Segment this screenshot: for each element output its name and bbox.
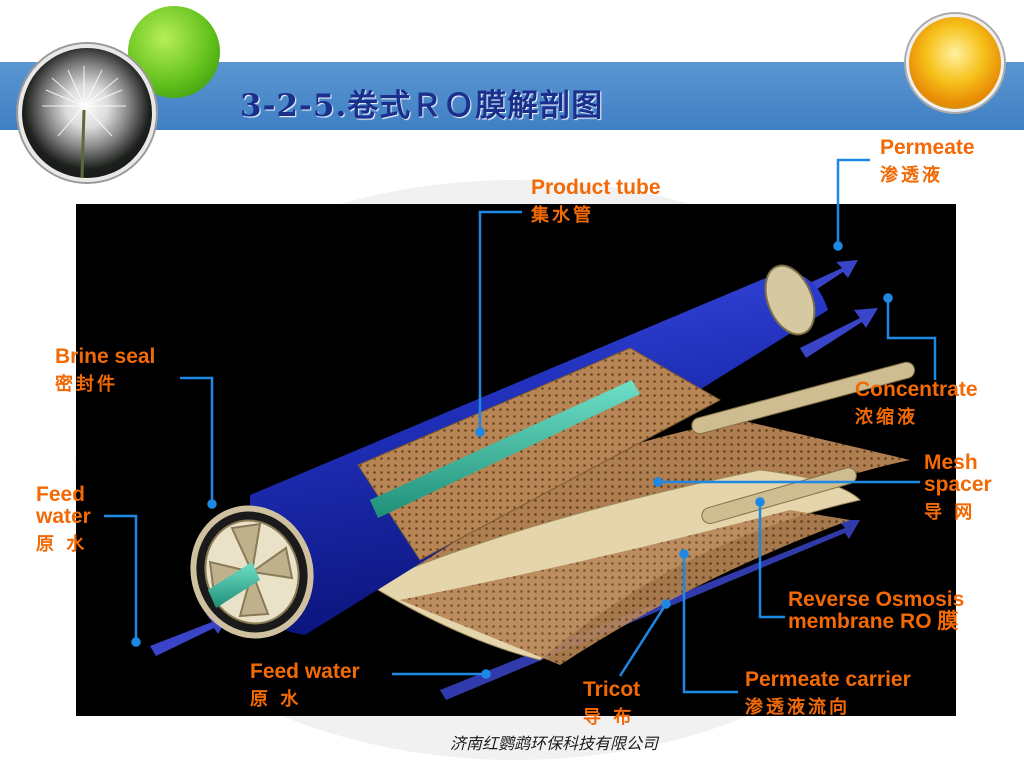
label-permeate-carrier: Permeate carrier 渗透液流向	[745, 668, 911, 719]
label-feed-water-left-en1: Feed	[36, 483, 86, 506]
tricot-leader	[618, 603, 668, 677]
label-feed-water-bottom: Feed water 原 水	[250, 660, 360, 711]
permeate-leader	[836, 158, 870, 246]
label-product-tube-en: Product tube	[531, 176, 661, 199]
dandelion-icon	[42, 66, 126, 178]
concentrate-out-arrow	[800, 308, 878, 358]
product-tube-leader	[478, 210, 522, 432]
label-brine-seal-zh: 密封件	[55, 374, 118, 396]
label-brine-seal: Brine seal 密封件	[55, 345, 156, 396]
concentrate-leader	[886, 298, 937, 380]
label-permeate-zh: 渗透液	[880, 165, 943, 187]
label-mesh-spacer-en2: spacer	[924, 473, 992, 497]
label-product-tube: Product tube 集水管	[531, 176, 661, 227]
label-concentrate-en: Concentrate	[855, 378, 978, 401]
label-ro-membrane: Reverse Osmosis membrane RO 膜	[788, 588, 965, 634]
label-product-tube-zh: 集水管	[531, 205, 594, 227]
product-tube	[370, 380, 640, 518]
dandelion-photo	[18, 44, 156, 182]
permeate-carrier-leader	[682, 554, 738, 694]
label-mesh-spacer-en1: Mesh	[924, 451, 978, 474]
roll-edge-1	[691, 361, 916, 435]
feed-in-arrow	[150, 614, 230, 656]
label-permeate-carrier-zh: 渗透液流向	[745, 697, 850, 719]
label-feed-water-left-zh: 原 水	[36, 534, 88, 556]
feed-inlet-tube	[208, 562, 260, 608]
label-permeate-en: Permeate	[880, 136, 975, 159]
brine-seal-leader	[180, 376, 214, 504]
ro-membrane-leader	[758, 502, 785, 619]
label-tricot: Tricot 导 布	[583, 678, 641, 729]
label-feed-water-bottom-en: Feed water	[250, 660, 360, 683]
label-ro-membrane-en2: membrane RO 膜	[788, 610, 959, 634]
tricot-sheet	[400, 510, 850, 665]
vessel-cutaway	[357, 347, 722, 561]
membrane-sheets	[368, 361, 916, 665]
label-concentrate: Concentrate 浓缩液	[855, 378, 978, 429]
label-tricot-zh: 导 布	[583, 707, 635, 729]
slide-title: 3-2-5.卷式ＲＯ膜解剖图	[240, 88, 604, 124]
label-concentrate-zh: 浓缩液	[855, 407, 918, 429]
label-ro-membrane-en1: Reverse Osmosis	[788, 588, 965, 611]
vessel-end-right	[764, 264, 816, 336]
feed-water-left-leader	[104, 514, 138, 642]
label-feed-water-left-en2: water	[36, 505, 91, 529]
sun-flower-decoration	[906, 14, 1004, 112]
leader-lines	[104, 158, 937, 694]
company-footer: 济南红鹦鹉环保科技有限公司	[450, 734, 659, 753]
label-feed-water-left: Feed water 原 水	[36, 483, 91, 556]
label-mesh-spacer: Mesh spacer 导 网	[924, 451, 992, 524]
label-brine-seal-en: Brine seal	[55, 345, 156, 368]
pressure-vessel	[190, 264, 828, 639]
label-feed-water-bottom-zh: 原 水	[250, 689, 302, 711]
label-permeate-carrier-en: Permeate carrier	[745, 668, 911, 691]
label-permeate: Permeate 渗透液	[880, 136, 975, 187]
label-mesh-spacer-zh: 导 网	[924, 502, 976, 524]
label-tricot-en: Tricot	[583, 678, 641, 701]
